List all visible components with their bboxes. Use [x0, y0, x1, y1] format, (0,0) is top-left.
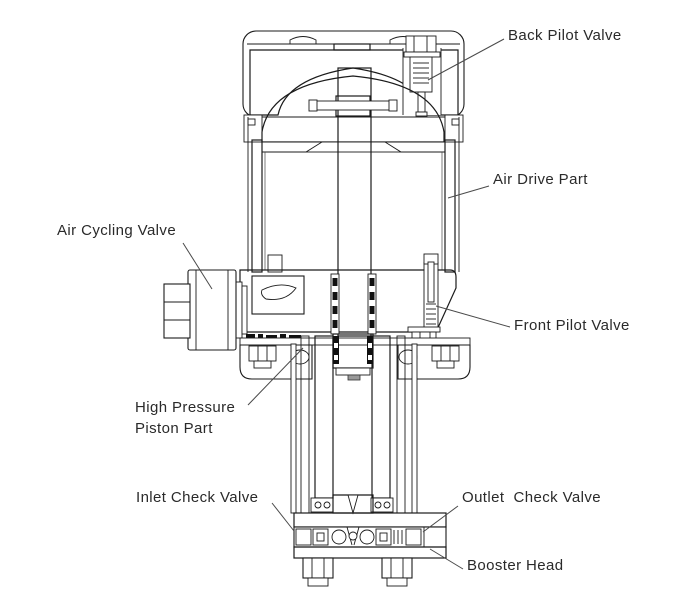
port-marking — [246, 334, 301, 338]
piston-rod — [330, 67, 377, 337]
leader-inlet-check-valve — [271, 502, 295, 532]
cycling-valve-body — [239, 254, 457, 333]
leader-air-drive-part — [447, 185, 490, 199]
label-back-pilot-valve: Back Pilot Valve — [508, 27, 622, 44]
leader-outlet-check-valve — [422, 505, 459, 533]
back-pilot-valve-part — [402, 35, 442, 117]
air-cycling-valve-part — [163, 269, 248, 351]
booster-head-part — [293, 512, 447, 587]
leader-high-pressure-piston — [247, 347, 304, 406]
label-front-pilot-valve: Front Pilot Valve — [514, 317, 630, 334]
outlet-check-ball — [359, 529, 375, 545]
inlet-check-ball — [331, 529, 347, 545]
cylinder-bottom-seals — [310, 494, 394, 515]
leader-back-pilot-valve — [427, 38, 505, 81]
label-air-cycling-valve: Air Cycling Valve — [57, 222, 176, 239]
label-inlet-check-valve: Inlet Check Valve — [136, 489, 258, 506]
label-high-pressure-line1: High Pressure — [135, 399, 235, 416]
high-pressure-plunger — [332, 333, 374, 381]
rod-clamp-bolt — [308, 95, 398, 117]
leader-front-pilot-valve — [435, 305, 511, 328]
front-pilot-valve-part — [407, 253, 441, 343]
label-booster-head: Booster Head — [467, 557, 564, 574]
label-high-pressure-line2: Piston Part — [135, 420, 213, 437]
air-cylinder-walls — [247, 117, 460, 273]
leader-air-cycling-valve — [182, 242, 213, 290]
label-air-drive-part: Air Drive Part — [493, 171, 588, 188]
leader-booster-head — [429, 548, 464, 570]
label-outlet-check-valve: Outlet Check Valve — [462, 489, 601, 506]
cap-flange — [243, 114, 464, 143]
